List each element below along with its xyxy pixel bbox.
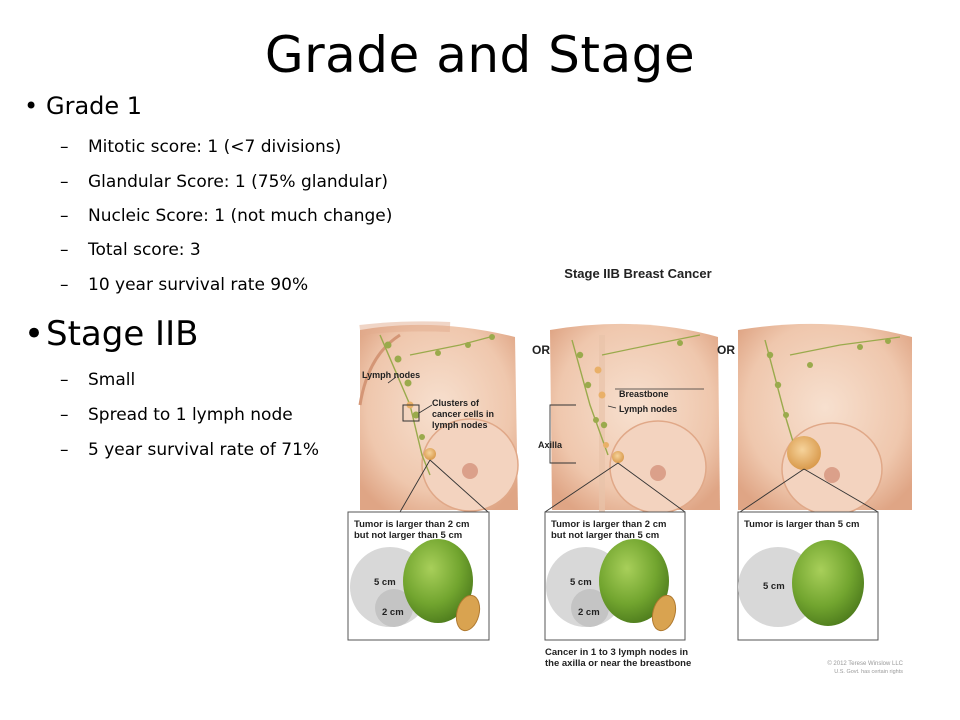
grade-item-2: –Glandular Score: 1 (75% glandular) bbox=[60, 172, 389, 192]
svg-text:2 cm: 2 cm bbox=[578, 607, 600, 618]
svg-text:2 cm: 2 cm bbox=[382, 607, 404, 618]
label-clusters-1: Clusters of bbox=[432, 398, 480, 408]
grade-item-3: –Nucleic Score: 1 (not much change) bbox=[60, 206, 393, 226]
stage-heading: Stage IIB bbox=[46, 314, 199, 354]
grade-item-1: –Mitotic score: 1 (<7 divisions) bbox=[60, 137, 342, 157]
svg-text:but not larger than 5 cm: but not larger than 5 cm bbox=[354, 530, 462, 541]
grade-heading: Grade 1 bbox=[46, 92, 143, 120]
caption-line-1: Cancer in 1 to 3 lymph nodes in bbox=[545, 647, 688, 658]
dash-icon: – bbox=[60, 440, 69, 460]
label-lymph-nodes: Lymph nodes bbox=[362, 370, 420, 380]
dash-icon: – bbox=[60, 172, 69, 192]
dash-icon: – bbox=[60, 137, 69, 157]
svg-text:5 cm: 5 cm bbox=[374, 577, 396, 588]
torso-panel-1: Lymph nodes Clusters of cancer cells in … bbox=[358, 321, 519, 512]
svg-text:but not larger than 5 cm: but not larger than 5 cm bbox=[551, 530, 659, 541]
copyright-line-1: © 2012 Terese Winslow LLC bbox=[827, 660, 903, 667]
grade-item-5: –10 year survival rate 90% bbox=[60, 275, 309, 295]
grade-heading-row: •Grade 1 bbox=[24, 92, 142, 120]
stage-item-2: –Spread to 1 lymph node bbox=[60, 405, 293, 425]
dash-icon: – bbox=[60, 206, 69, 226]
illustration-svg: Stage IIB Breast Cancer Lymph nodes Clus… bbox=[347, 266, 912, 675]
or-label-2: OR bbox=[717, 343, 735, 357]
copyright-line-2: U.S. Govt. has certain rights bbox=[834, 669, 903, 675]
stage-iib-illustration: Stage IIB Breast Cancer Lymph nodes Clus… bbox=[340, 255, 912, 685]
stage-heading-row: •Stage IIB bbox=[24, 314, 198, 354]
figure-title: Stage IIB Breast Cancer bbox=[564, 266, 711, 281]
or-label-1: OR bbox=[532, 343, 550, 357]
dash-icon: – bbox=[60, 405, 69, 425]
size-box-2: Tumor is larger than 2 cm but not larger… bbox=[544, 511, 686, 641]
dash-icon: – bbox=[60, 275, 69, 295]
bullet-icon: • bbox=[24, 314, 45, 354]
label-clusters-3: lymph nodes bbox=[432, 420, 488, 430]
slide-title: Grade and Stage bbox=[264, 26, 696, 84]
label-breastbone: Breastbone bbox=[619, 389, 669, 399]
stage-item-1: –Small bbox=[60, 370, 136, 390]
stage-item-3: –5 year survival rate of 71% bbox=[60, 440, 320, 460]
size-box-1: Tumor is larger than 2 cm but not larger… bbox=[347, 511, 490, 641]
label-clusters-2: cancer cells in bbox=[432, 409, 494, 419]
dash-icon: – bbox=[60, 240, 69, 260]
svg-text:Tumor is larger than 5 cm: Tumor is larger than 5 cm bbox=[744, 519, 859, 530]
label-axilla: Axilla bbox=[538, 440, 563, 450]
svg-text:5 cm: 5 cm bbox=[570, 577, 592, 588]
torso-panel-3 bbox=[738, 323, 912, 516]
label-lymph-nodes-2: Lymph nodes bbox=[619, 404, 677, 414]
caption-line-2: the axilla or near the breastbone bbox=[545, 658, 691, 669]
svg-text:5 cm: 5 cm bbox=[763, 581, 785, 592]
grade-item-4: –Total score: 3 bbox=[60, 240, 201, 260]
size-box-3: Tumor is larger than 5 cm 5 cm bbox=[737, 511, 879, 641]
svg-text:Tumor is larger than 2 cm: Tumor is larger than 2 cm bbox=[354, 519, 469, 530]
bullet-icon: • bbox=[24, 92, 39, 120]
torso-panel-2: Breastbone Lymph nodes Axilla bbox=[538, 323, 720, 515]
dash-icon: – bbox=[60, 370, 69, 390]
svg-text:Tumor is larger than 2 cm: Tumor is larger than 2 cm bbox=[551, 519, 666, 530]
